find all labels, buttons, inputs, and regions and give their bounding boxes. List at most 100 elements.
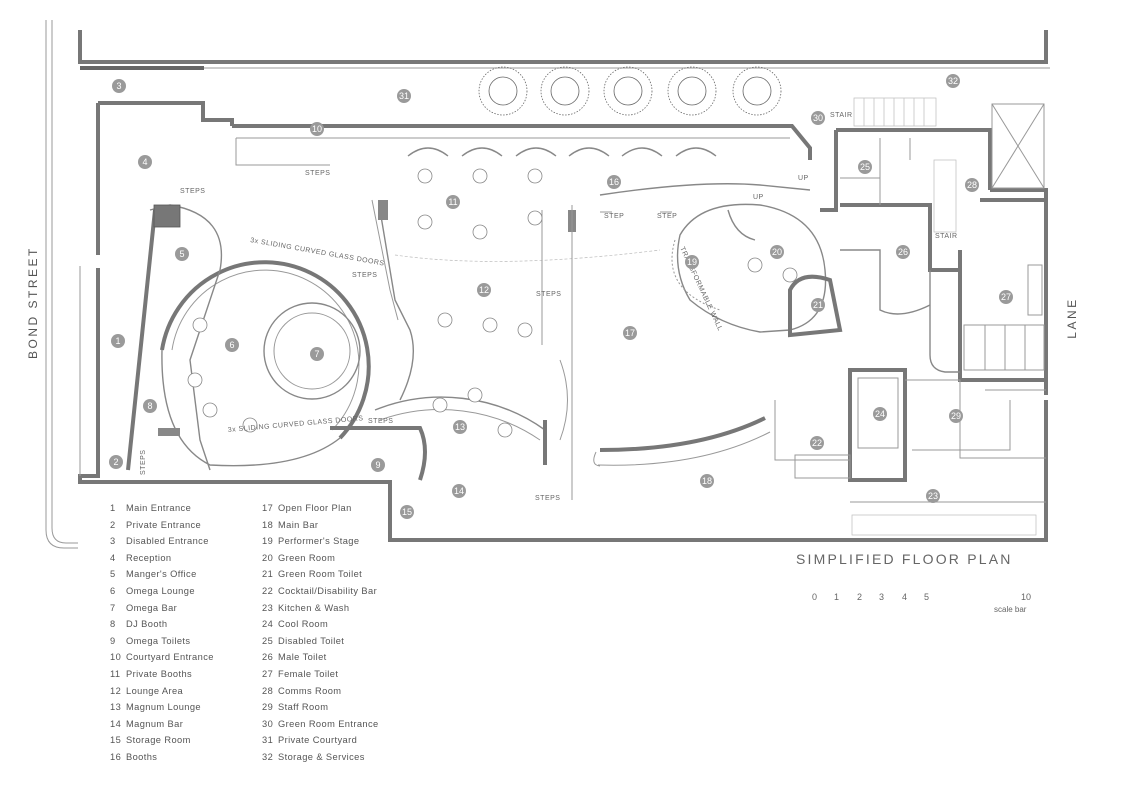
room-marker-2: 2 [113,457,118,467]
annotation-stair-2: STAIR [935,233,958,240]
room-marker-10: 10 [312,124,322,134]
legend-label: Storage & Services [278,751,365,762]
annotation-step-2: STEP [657,213,677,220]
room-marker-15-circle [400,505,414,519]
room-marker-23: 23 [928,491,938,501]
legend-number: 5 [110,569,116,580]
room-marker-1-circle [111,334,125,348]
legend-number: 20 [262,552,274,563]
legend-number: 22 [262,585,274,596]
scale-tick-2: 2 [857,592,863,602]
legend-label: Booths [126,751,158,762]
room-marker-12: 12 [479,285,489,295]
legend-label: Private Booths [126,668,193,679]
booths-row [407,147,717,157]
service-rooms [774,368,1046,536]
legend-number: 32 [262,751,274,762]
room-marker-18-circle [700,474,714,488]
annotation-steps-2: STEPS [180,188,205,195]
scale-tick-1: 1 [834,592,840,602]
legend-number: 2 [110,519,116,530]
scale-tick-5: 5 [924,592,930,602]
legend-number: 10 [110,652,122,663]
main-outer-wall [78,103,1048,542]
room-marker-9-circle [371,458,385,472]
room-marker-17: 17 [625,328,635,338]
room-marker-30: 30 [813,113,823,123]
legend-number: 19 [262,536,274,547]
legend-item: 16 Booths [110,749,214,766]
stage-drawing [599,183,843,338]
legend-number: 16 [110,751,122,762]
annotation-up-2: UP [753,194,764,201]
room-marker-24: 24 [875,409,885,419]
legend-number: 28 [262,685,274,696]
legend-number: 18 [262,519,274,530]
legend-number: 30 [262,718,274,729]
room-marker-5: 5 [179,249,184,259]
room-markers: 1234567891011121314151617181920212223242… [109,74,1013,519]
annotation-stair-1: STAIR [830,112,853,119]
legend-item: 15 Storage Room [110,732,214,749]
legend-label: Storage Room [126,735,191,746]
legend-label: Female Toilet [278,668,339,679]
legend-label: Omega Lounge [126,585,195,596]
annotation-steps-6: STEPS [535,495,560,502]
room-marker-26: 26 [898,247,908,257]
room-marker-13-circle [453,420,467,434]
legend-item: 3 Disabled Entrance [110,533,214,550]
main-bar-drawing [593,416,771,467]
room-marker-13: 13 [455,422,465,432]
room-marker-11: 11 [448,197,457,207]
room-marker-9: 9 [375,460,380,470]
scale-tick-3: 3 [879,592,885,602]
legend-item: 28 Comms Room [262,683,379,700]
room-marker-17-circle [623,326,637,340]
courtyard-wall [232,124,812,160]
magnum-lounge-drawing [330,199,661,500]
legend-label: Comms Room [278,685,342,696]
legend-label: Disabled Entrance [126,536,209,547]
legend-label: DJ Booth [126,619,168,630]
room-marker-10-circle [310,122,324,136]
annotation-steps-7: STEPS [140,450,147,475]
courtyard-trees [478,66,782,116]
legend-label: Reception [126,552,172,563]
room-marker-3-circle [112,79,126,93]
room-marker-23-circle [926,489,940,503]
room-marker-6-circle [225,338,239,352]
room-marker-15: 15 [402,507,412,517]
room-marker-26-circle [896,245,910,259]
room-marker-19: 19 [687,257,697,267]
room-marker-25: 25 [860,162,870,172]
legend-number: 23 [262,602,274,613]
legend-number: 3 [110,536,116,547]
legend-number: 6 [110,585,116,596]
legend-item: 6 Omega Lounge [110,583,214,600]
legend-number: 21 [262,569,274,580]
room-marker-8: 8 [147,401,152,411]
room-marker-27: 27 [1001,292,1011,302]
courtyard-stair [853,97,937,127]
omega-lounge-drawing [126,204,371,471]
legend-item: 32 Storage & Services [262,749,379,766]
room-marker-2-circle [109,455,123,469]
room-marker-18: 18 [702,476,712,486]
legend-number: 9 [110,635,116,646]
legend-label: Magnum Lounge [126,702,201,713]
legend-label: Omega Toilets [126,635,191,646]
legend-number: 15 [110,735,122,746]
